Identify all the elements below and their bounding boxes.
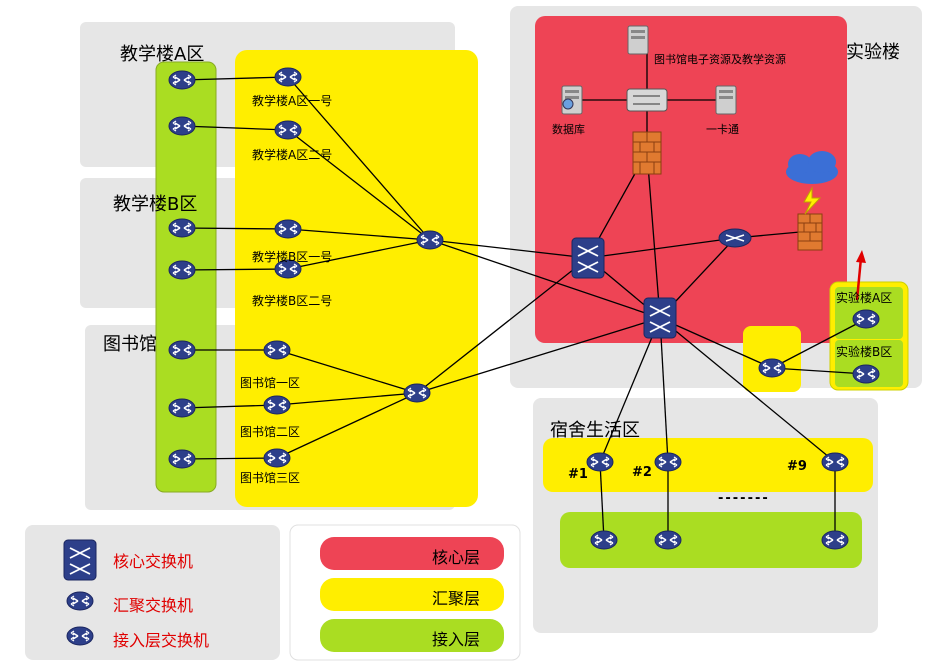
cloud-icon (786, 151, 838, 184)
access-switch-dorm-2 (654, 530, 682, 550)
dorm-access-region (560, 512, 862, 568)
access-switch-teach-a-2 (168, 116, 196, 136)
dorm-aggregation-region (543, 438, 873, 492)
access-switch-library-2 (168, 398, 196, 418)
legend-access-switch-icon (66, 626, 94, 646)
agg-switch-dorm-9 (821, 452, 849, 472)
label-teach-b-1: 教学楼B区一号 (252, 250, 333, 264)
access-switch-teach-a-1 (168, 70, 196, 90)
zone-title-teach-a: 教学楼A区 (120, 44, 205, 65)
label-dorm-2: #2 (632, 465, 652, 480)
agg-switch-library-hub (403, 383, 431, 403)
legend-agg-switch-icon (66, 591, 94, 611)
zone-title-dorm: 宿舍生活区 (550, 420, 640, 441)
access-switch-teach-b-1 (168, 218, 196, 238)
label-lib-1: 图书馆一区 (240, 376, 301, 390)
access-switch-dorm-1 (590, 530, 618, 550)
label-resources: 图书馆电子资源及教学资源 (654, 53, 786, 66)
lab-b-access-box (835, 340, 903, 387)
router-icon (718, 228, 752, 248)
agg-switch-dorm-2 (654, 452, 682, 472)
access-switch-lab-b (852, 364, 880, 384)
agg-switch-teach-b-1 (274, 219, 302, 239)
label-teach-b-2: 教学楼B区二号 (252, 294, 333, 308)
access-switch-library-3 (168, 449, 196, 469)
card-server-icon (715, 85, 737, 115)
agg-switch-teaching-hub (416, 230, 444, 250)
agg-switch-lab (758, 358, 786, 378)
label-dorm-9: #9 (787, 459, 807, 474)
agg-switch-library-1 (263, 340, 291, 360)
agg-switch-library-3 (263, 448, 291, 468)
legend-access-layer-bar (320, 619, 504, 652)
access-switch-library-1 (168, 340, 196, 360)
zone-title-lab: 实验楼 (846, 42, 900, 63)
core-switch-1 (571, 237, 605, 279)
legend-access-switch-label: 接入层交换机 (113, 631, 210, 650)
label-teach-a-2: 教学楼A区二号 (252, 148, 333, 162)
label-lib-2: 图书馆二区 (240, 425, 301, 439)
legend-agg-layer-label: 汇聚层 (432, 589, 481, 608)
agg-switch-teach-a-2 (274, 120, 302, 140)
label-database: 数据库 (552, 123, 585, 136)
label-lab-b: 实验楼B区 (836, 345, 893, 359)
firewall-icon-internet (797, 213, 823, 251)
label-dorm-ellipsis: ------- (718, 491, 770, 506)
legend-core-layer-label: 核心层 (432, 548, 481, 567)
legend-core-switch-icon (63, 539, 97, 581)
core-switch-2 (643, 297, 677, 339)
access-switch-dorm-9 (821, 530, 849, 550)
core-layer-region (535, 16, 847, 343)
core-hub-switch-icon (626, 88, 668, 112)
resource-server-icon (627, 25, 649, 55)
access-switch-teach-b-2 (168, 260, 196, 280)
legend-agg-switch-label: 汇聚交换机 (113, 596, 194, 615)
label-dorm-1: #1 (568, 467, 588, 482)
lightning-icon (803, 186, 822, 215)
firewall-icon-core (632, 131, 662, 175)
label-card: 一卡通 (706, 123, 739, 136)
legend-access-layer-label: 接入层 (432, 630, 481, 649)
legend-core-layer-bar (320, 537, 504, 570)
agg-switch-library-2 (263, 395, 291, 415)
zone-title-library: 图书馆 (103, 334, 157, 355)
label-lab-a: 实验楼A区 (836, 291, 893, 305)
legend-core-switch-label: 核心交换机 (113, 552, 194, 571)
label-lib-3: 图书馆三区 (240, 471, 301, 485)
legend-agg-layer-bar (320, 578, 504, 611)
agg-switch-dorm-1 (586, 452, 614, 472)
label-teach-a-1: 教学楼A区一号 (252, 94, 333, 108)
zone-title-teach-b: 教学楼B区 (113, 194, 198, 215)
agg-switch-teach-a-1 (274, 67, 302, 87)
access-switch-lab-a (852, 309, 880, 329)
arrow-icon (855, 250, 866, 301)
